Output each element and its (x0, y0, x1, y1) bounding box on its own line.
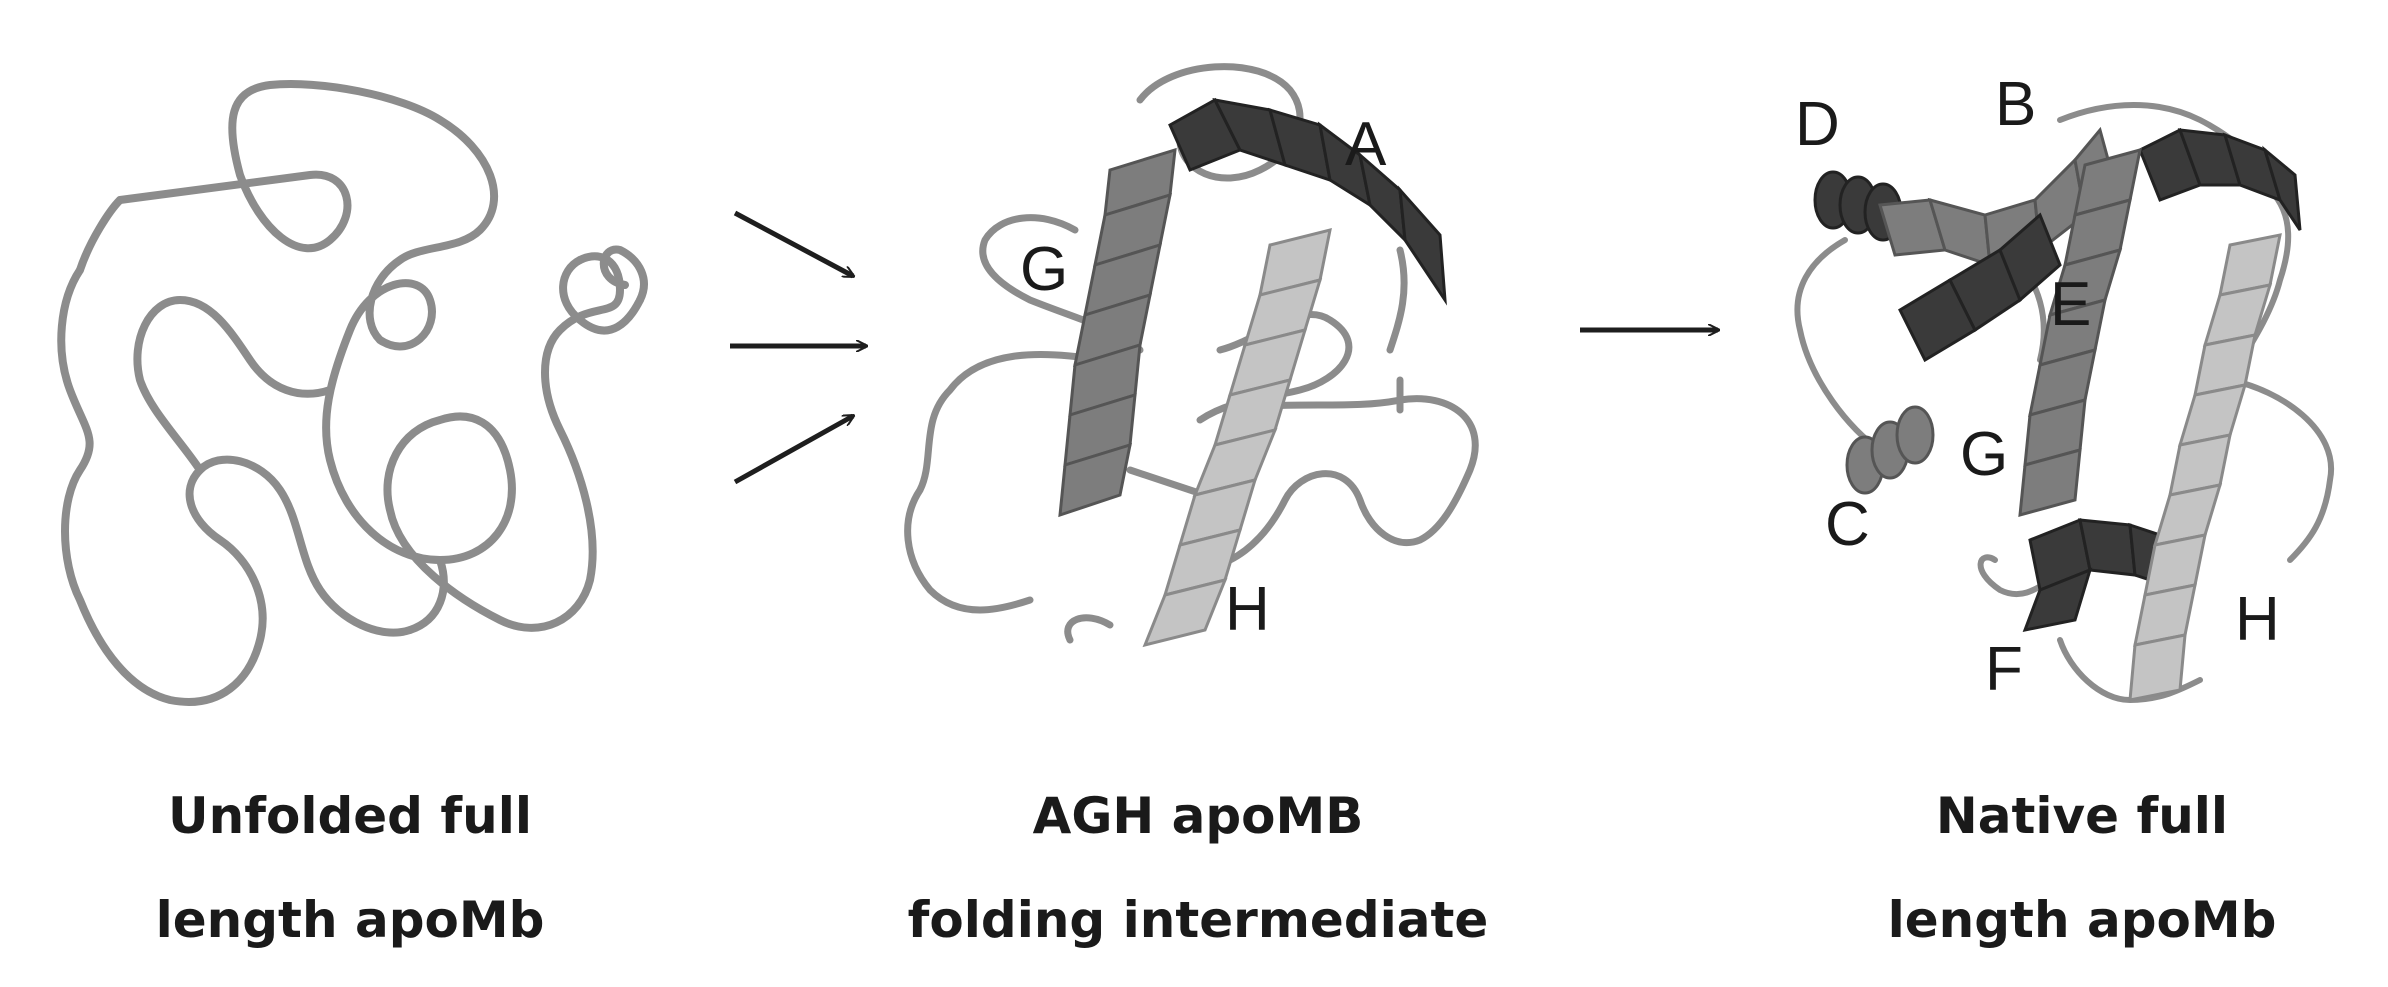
helix-label-H: H (1225, 575, 1270, 644)
folding-arrows (730, 210, 1718, 485)
helix-label-C: C (1825, 490, 1870, 559)
helix-label-A: A (1345, 110, 1387, 179)
caption-unfolded-line2: length apoMb (155, 891, 545, 949)
caption-intermediate-line2: folding intermediate (907, 891, 1489, 949)
helix-label-D: D (1795, 90, 1840, 159)
helix-label-E: E (2050, 270, 2091, 339)
native-structure: D B E G C F H (1794, 70, 2335, 704)
caption-unfolded: Unfolded full length apoMb (0, 764, 700, 972)
helix-label-H: H (2235, 585, 2280, 654)
caption-native-line2: length apoMb (1887, 891, 2277, 949)
helix-label-B: B (1995, 70, 2036, 139)
caption-intermediate-line1: AGH apoMB (1032, 787, 1364, 845)
helix-label-G: G (1960, 420, 2008, 489)
agh-intermediate: A G H (904, 63, 1479, 648)
caption-native: Native full length apoMb (1732, 764, 2388, 972)
arrow-upper (733, 210, 853, 279)
arrow-lower (733, 413, 853, 485)
caption-intermediate: AGH apoMB folding intermediate (848, 764, 1548, 972)
helix-label-F: F (1985, 635, 2023, 704)
helix-label-G: G (1020, 235, 1068, 304)
unfolded-coil (57, 80, 648, 706)
caption-native-line1: Native full (1935, 787, 2229, 845)
caption-unfolded-line1: Unfolded full (168, 787, 532, 845)
